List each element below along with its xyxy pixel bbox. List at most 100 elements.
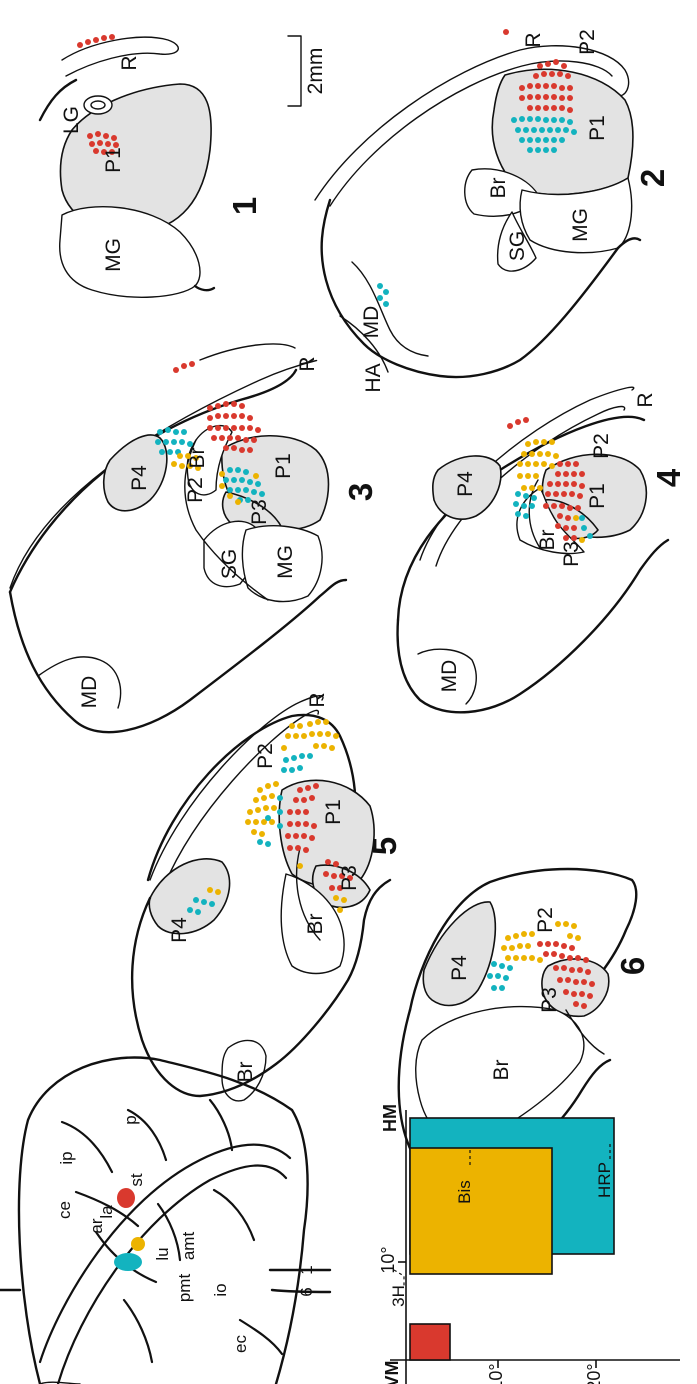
red-dot <box>247 415 253 421</box>
vf-label-hrp: HRP <box>595 1162 614 1198</box>
red-dot <box>223 445 229 451</box>
cyan-dot <box>519 116 525 122</box>
cyan-dot <box>235 487 241 493</box>
red-dot <box>285 833 291 839</box>
red-dot <box>325 859 331 865</box>
red-dot <box>247 425 253 431</box>
yellow-dot <box>521 931 527 937</box>
yellow-dot <box>235 499 241 505</box>
cyan-dot <box>239 477 245 483</box>
cyan-dot <box>167 449 173 455</box>
cyan-dot <box>515 491 521 497</box>
section-5-label-p3: P3 <box>338 865 361 891</box>
section-5-label-p1: P1 <box>322 799 345 825</box>
red-dot <box>105 141 111 147</box>
yellow-dot <box>285 733 291 739</box>
yellow-dot <box>521 451 527 457</box>
section-2-number: 2 <box>634 169 671 187</box>
cyan-dot <box>283 757 289 763</box>
cyan-dot <box>523 127 529 133</box>
red-dot <box>579 483 585 489</box>
red-dot <box>207 405 213 411</box>
red-dot <box>227 435 233 441</box>
red-dot <box>543 951 549 957</box>
red-dot <box>559 503 565 509</box>
red-dot <box>555 471 561 477</box>
red-dot <box>561 63 567 69</box>
section-2-label-md: MD <box>360 306 383 339</box>
red-dot <box>287 809 293 815</box>
sulcus-ce-label: ce <box>55 1201 74 1219</box>
red-dot <box>569 491 575 497</box>
yellow-dot <box>529 485 535 491</box>
red-dot <box>527 83 533 89</box>
red-dot <box>577 967 583 973</box>
cyan-dot <box>515 511 521 517</box>
cyan-dot <box>195 909 201 915</box>
section-4-label-p4: P4 <box>454 471 477 497</box>
cyan-dot <box>281 767 287 773</box>
red-dot <box>557 71 563 77</box>
yellow-dot <box>525 441 531 447</box>
section-3-label-br: Br <box>186 447 209 468</box>
red-dot <box>575 505 581 511</box>
red-dot <box>305 785 311 791</box>
yellow-dot <box>513 955 519 961</box>
brain-injection-yellow <box>131 1237 145 1251</box>
red-dot <box>231 413 237 419</box>
sulcus-ec-label: ec <box>231 1335 250 1353</box>
yellow-dot <box>341 897 347 903</box>
cyan-dot <box>555 127 561 133</box>
yellow-dot <box>269 793 275 799</box>
red-dot <box>215 403 221 409</box>
yellow-dot <box>253 819 259 825</box>
cyan-dot <box>299 753 305 759</box>
yellow-dot <box>525 461 531 467</box>
red-dot <box>579 991 585 997</box>
red-dot <box>551 83 557 89</box>
cyan-dot <box>193 897 199 903</box>
red-dot <box>587 993 593 999</box>
yellow-dot <box>525 473 531 479</box>
cyan-dot <box>507 965 513 971</box>
yellow-dot <box>219 471 225 477</box>
red-dot <box>519 85 525 91</box>
section-6-number: 6 <box>614 957 651 975</box>
yellow-dot <box>567 933 573 939</box>
section-6-cyan-cluster-p2 <box>487 961 513 991</box>
section-5-label-p2: P2 <box>254 743 277 769</box>
red-dot <box>585 969 591 975</box>
section-2-label-p1: P1 <box>586 115 609 141</box>
cyan-dot <box>487 973 493 979</box>
section-mark-6: 6 <box>297 1287 316 1296</box>
yellow-dot <box>529 955 535 961</box>
section-4-number: 4 <box>650 468 687 487</box>
cyan-dot <box>515 127 521 133</box>
cyan-dot <box>251 489 257 495</box>
red-dot <box>543 105 549 111</box>
cyan-dot <box>181 429 187 435</box>
vf-label-3h: 3H <box>389 1285 408 1307</box>
cyan-dot <box>171 439 177 445</box>
red-dot <box>231 445 237 451</box>
sulcus-pmt-label: pmt <box>175 1274 194 1303</box>
red-dot <box>565 977 571 983</box>
cyan-dot <box>491 961 497 967</box>
red-dot <box>563 481 569 487</box>
section-2-label-sg: SG <box>506 231 529 261</box>
cyan-dot <box>179 439 185 445</box>
red-dot <box>93 37 99 43</box>
yellow-dot <box>215 889 221 895</box>
cyan-dot <box>209 901 215 907</box>
red-dot <box>287 845 293 851</box>
yellow-dot <box>505 935 511 941</box>
red-dot <box>231 425 237 431</box>
yellow-dot <box>219 483 225 489</box>
red-dot <box>89 141 95 147</box>
red-dot <box>215 413 221 419</box>
red-dot <box>579 471 585 477</box>
cyan-dot <box>265 841 271 847</box>
sulcus-la-label: la <box>97 1205 116 1219</box>
yellow-dot <box>537 485 543 491</box>
red-dot <box>211 435 217 441</box>
